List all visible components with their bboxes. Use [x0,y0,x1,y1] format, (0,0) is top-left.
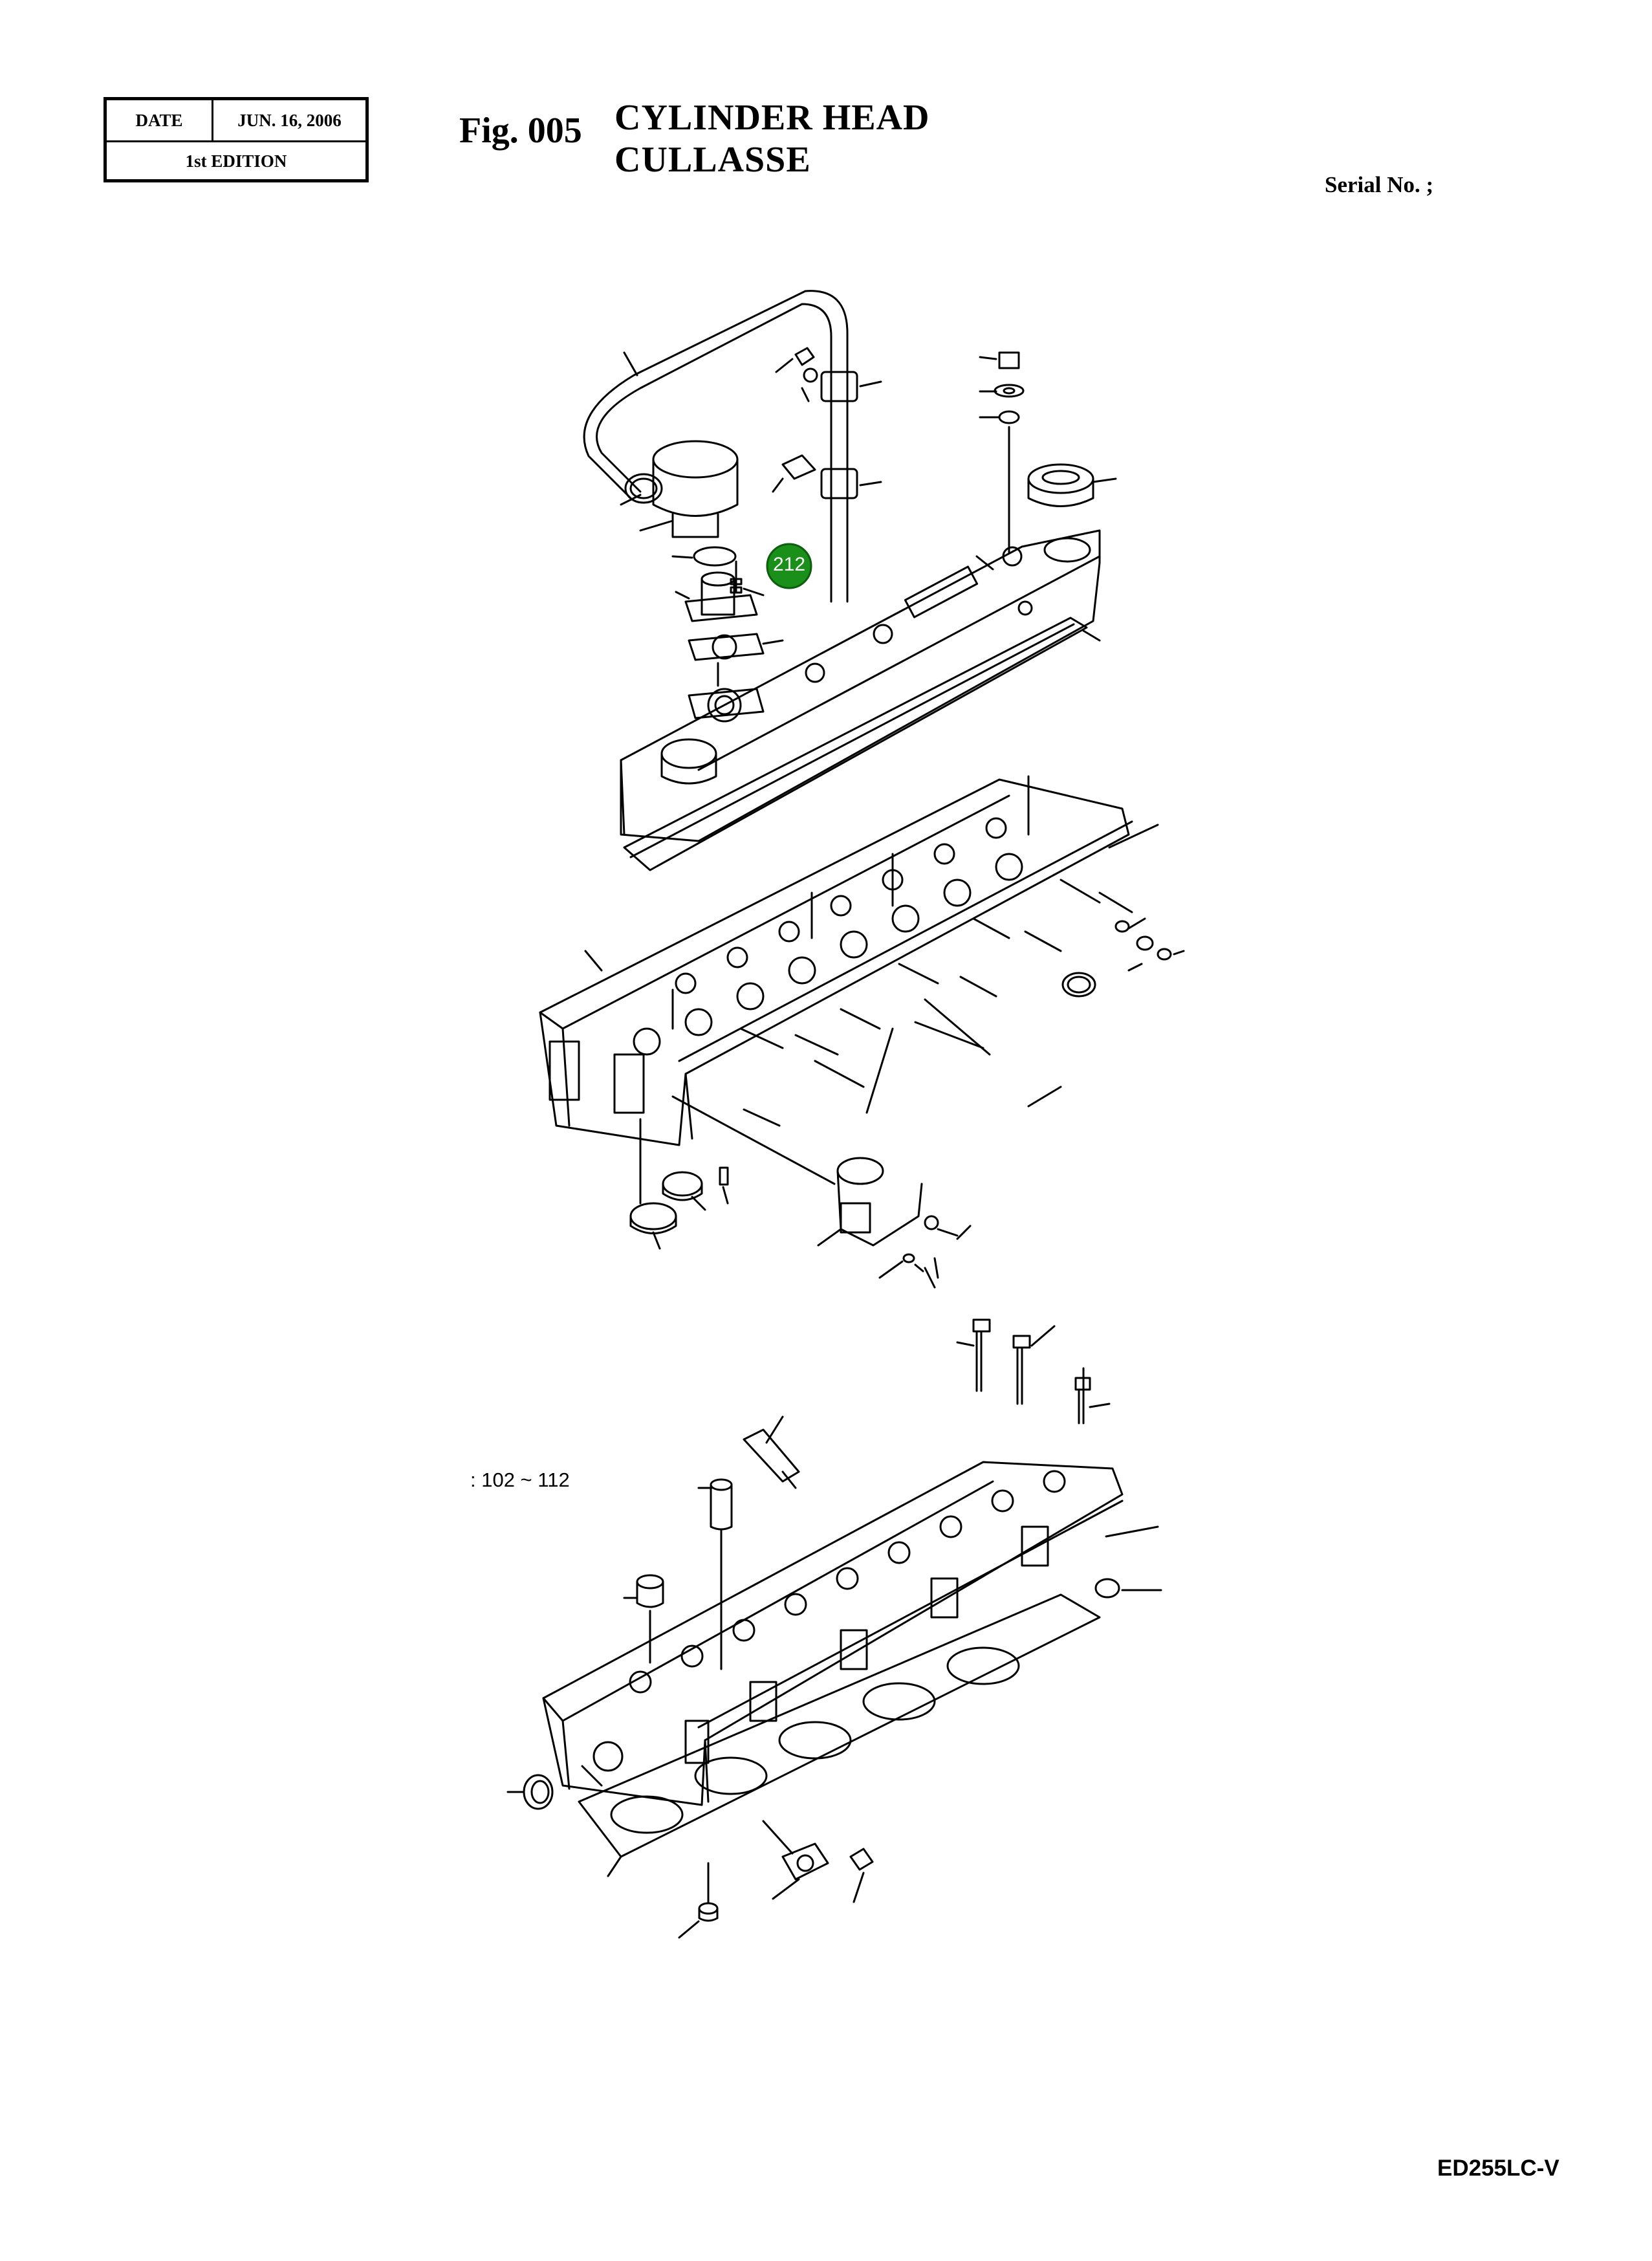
title-french: CULLASSE [614,140,811,180]
small-bolt [730,560,765,596]
hose-band [620,473,674,532]
title-english: CYLINDER HEAD [614,98,930,138]
date-value: JUN. 16, 2006 [237,110,342,130]
head-studs [671,775,1159,1127]
serial-number-label: Serial No. ; [1325,172,1434,197]
breather-body [675,571,758,622]
seal-ring-right [1061,972,1096,998]
nut-washer-right [1114,917,1185,972]
date-edition-box: DATE JUN. 16, 2006 1st EDITION [103,97,369,182]
rocker-cover [620,529,1101,842]
seal-ring-lower-left [506,1765,603,1810]
part-range-note: : 102 ~ 112 [470,1469,570,1491]
figure-number: Fig. 005 [459,111,582,151]
dowel-lower [678,1862,719,1939]
sleeve-pin [697,1478,733,1670]
model-code: ED255LC-V [1437,2156,1560,2181]
o-ring [671,546,737,567]
injector-lower [743,1415,800,1489]
seal-rings-left [629,1118,729,1250]
date-row: DATE JUN. 16, 2006 [107,100,365,142]
oil-filler-cap [1027,463,1117,507]
cylinder-head-gasket [578,1593,1101,1877]
rocker-cover-nut [979,351,1025,554]
breather-gasket [688,633,784,661]
head-bolts-lower [956,1318,1111,1425]
thermostat-housing [817,1157,972,1289]
cylinder-head-lower [542,1461,1159,1806]
breather-hose [583,290,849,603]
hose-clamp-lower [772,454,882,499]
cover-plate-lower [762,1820,874,1903]
breather-base [688,688,765,723]
callout-badge-label: 212 [772,554,806,575]
callout-212 [766,543,812,589]
hose-clamp-upper [775,347,882,402]
rocker-cover-gasket [623,617,1101,871]
date-label: DATE [107,100,213,140]
plug-right [1094,1578,1162,1599]
cap-plug [623,1574,664,1664]
edition-label: 1st EDITION [185,151,287,171]
breather-cap [652,440,739,538]
head-leader-lines [671,998,991,1185]
